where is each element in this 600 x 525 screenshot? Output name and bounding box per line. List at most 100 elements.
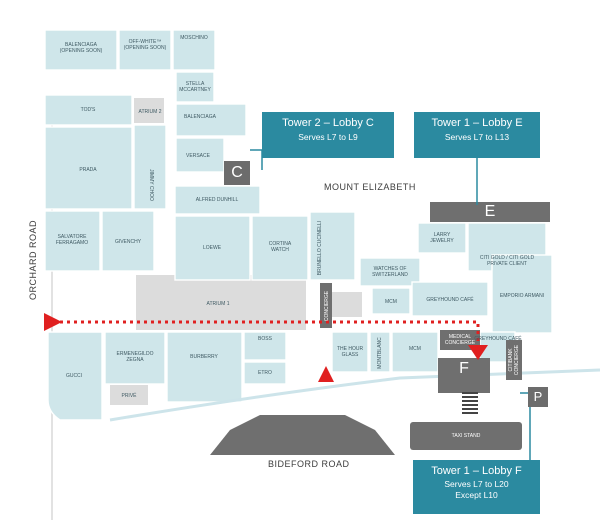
store-label: PRIVATE CLIENT [487,261,527,267]
store-offwhite[interactable] [118,29,172,71]
store-hour-glass[interactable] [331,331,369,373]
store-emporio[interactable] [491,254,553,334]
prive-area [110,385,148,405]
store-label: MCM [385,299,397,305]
store-alfred-dunhill[interactable] [174,185,261,215]
lobby-c-box[interactable]: Tower 2 – Lobby C Serves L7 to L9 [262,112,394,158]
store-moschino[interactable] [172,29,216,71]
store-mcm[interactable] [391,331,439,373]
store-label: BALENCIAGA [184,114,217,120]
parking-marker[interactable]: P [528,387,548,407]
bideford-curb [109,368,600,422]
store-label: (OPENING SOON) [124,45,167,51]
lobby-e-title: Tower 1 – Lobby E [431,117,523,129]
store-label: ATRIUM 2 [139,109,162,115]
bideford-road-label: BIDEFORD ROAD [268,459,350,469]
store-label: STELLA [186,81,205,87]
store-label: MONTBLANC [377,337,383,369]
store-prada[interactable] [44,126,133,210]
route-start-arrow [44,313,62,331]
taxi-stand [410,422,522,450]
store-label: TAXI STAND [452,433,481,439]
store-watches-switzerland[interactable] [359,257,421,287]
store-label: PRADA [79,167,97,173]
store-label: LOEWE [203,245,222,251]
lobby-e-serves: Serves L7 to L13 [444,132,510,142]
store-label: MCM [409,346,421,352]
store-label: MCCARTNEY [179,87,211,93]
store-label: MEDICAL [449,334,471,340]
lobby-c-serves: Serves L7 to L9 [298,132,358,142]
store-ermenegildo[interactable] [104,331,166,385]
mount-elizabeth-label: MOUNT ELIZABETH [324,182,416,192]
store-greyhound-top[interactable] [411,281,489,317]
store-cortina[interactable] [251,215,309,281]
store-label: LARRY [434,232,451,238]
lobby-e-box[interactable]: Tower 1 – Lobby E Serves L7 to L13 [414,112,540,158]
store-etro[interactable] [243,361,287,385]
store-label: GUCCI [66,373,82,379]
store-label: BRUNELLO CUCINELLI [317,221,323,275]
store-label: PRIVÉ [121,392,137,399]
orchard-road-label: ORCHARD ROAD [28,220,38,300]
store-givenchy[interactable] [101,210,155,272]
store-mcm-top[interactable] [371,287,411,315]
lobby-e-marker[interactable]: E [484,203,496,220]
lobby-e-building [430,202,550,222]
lobby-f-box[interactable]: Tower 1 – Lobby F Serves L7 to L20 Excep… [413,460,540,514]
store-label: CITI GOLD / CITI GOLD [480,255,535,261]
lobby-c-connector [250,149,263,170]
store-versace[interactable] [175,137,225,173]
lobby-c-marker[interactable]: C [224,161,250,185]
store-gucci[interactable] [47,331,103,421]
store-label: CONCIERGE [324,290,330,321]
store-label: GLASS [342,352,359,358]
store-montblanc[interactable] [369,331,391,373]
store-salvatore[interactable] [44,210,101,272]
store-label: EMPORIO ARMANI [500,293,544,299]
store-label: ALFRED DUNHILL [196,197,239,203]
store-balenciaga[interactable] [175,103,247,137]
route-end-arrow [468,345,488,360]
concierge-kiosk [320,283,332,328]
store-label: BALENCIAGA [65,42,98,48]
lobby-c-title: Tower 2 – Lobby C [282,117,374,129]
store-label: FERRAGAMO [56,240,88,246]
store-tods[interactable] [44,94,133,126]
store-label: CONCIERGE [514,344,520,375]
lobby-f-note: Except L10 [455,490,498,500]
lobby-f-serves: Serves L7 to L20 [444,479,509,489]
walking-route [60,320,480,348]
store-label: VERSACE [186,153,211,159]
store-label: ATRIUM 1 [207,301,230,307]
lobby-f-title: Tower 1 – Lobby F [431,465,522,477]
store-boss[interactable] [243,331,287,361]
lobby-f-marker[interactable]: F [459,360,469,377]
store-label: (OPENING SOON) [60,48,103,54]
citibank-concierge [506,340,522,380]
store-loewe[interactable] [174,215,251,281]
store-stella[interactable] [175,71,215,103]
store-label: TOD'S [81,107,96,113]
store-larry[interactable] [417,222,467,254]
atrium-2-area [134,98,164,123]
stairs [462,392,478,414]
store-label: MOSCHINO [180,35,208,41]
store-label: BURBERRY [190,354,218,360]
store-label: WATCH [271,247,289,253]
store-label: WATCHES OF [374,266,407,272]
store-balenciaga-soon[interactable] [44,29,118,71]
store-label: GIVENCHY [115,239,142,245]
store-label: CITIBANK [508,348,514,372]
bideford-podium [210,415,395,455]
store-label: THE HOUR [337,346,364,352]
store-label: ETRO [258,370,272,376]
store-label: CORTINA [269,241,292,247]
store-burberry[interactable] [166,331,243,403]
store-label: SALVATORE [58,234,87,240]
lobby-f-building [438,358,490,393]
store-jimmy-choo[interactable] [133,124,167,210]
store-brunello[interactable] [309,211,356,281]
